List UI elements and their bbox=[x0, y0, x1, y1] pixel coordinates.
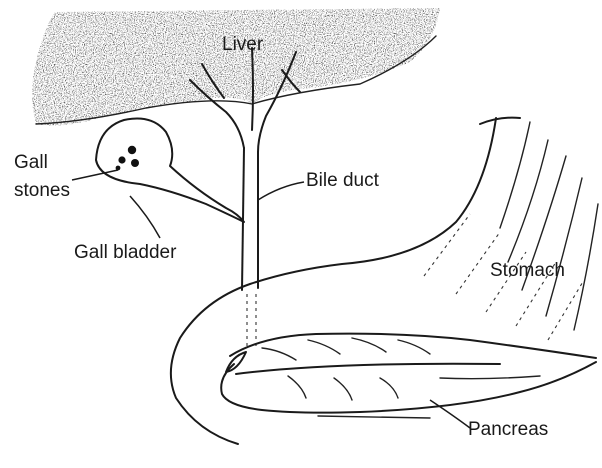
pancreas-lobule-1 bbox=[262, 348, 296, 360]
pancreas-lobule-8 bbox=[318, 416, 430, 418]
bile-duct-label: Bile duct bbox=[306, 170, 380, 191]
pancreas-label: Pancreas bbox=[468, 419, 548, 440]
liver-label: Liver bbox=[222, 34, 264, 55]
pancreatic-duct bbox=[236, 364, 500, 374]
stomach-fold-4 bbox=[546, 178, 582, 316]
liver-shading bbox=[32, 8, 440, 126]
stomach-greater-curve bbox=[171, 118, 496, 444]
stomach-upper-edge bbox=[480, 118, 520, 124]
pancreas-lobule-2 bbox=[308, 340, 340, 354]
gall-stone-1 bbox=[128, 146, 136, 154]
stomach-fold-1 bbox=[500, 122, 530, 228]
gall-bladder-leader bbox=[130, 196, 160, 238]
pancreas-lobule-9 bbox=[440, 376, 540, 379]
gall-bladder-label: Gall bladder bbox=[74, 242, 177, 263]
liver bbox=[32, 8, 440, 126]
gall-stone-3 bbox=[131, 159, 139, 167]
gall-stones-label-line1: Gall bbox=[14, 152, 48, 173]
pancreas bbox=[221, 334, 596, 418]
gall-stones-leader bbox=[72, 170, 118, 180]
stomach-fold-2 bbox=[508, 140, 548, 262]
pancreas-lobule-4 bbox=[398, 340, 430, 354]
bile-duct-leader bbox=[258, 182, 304, 200]
pancreas-lobule-7 bbox=[380, 378, 398, 398]
pancreas-lobule-6 bbox=[334, 378, 352, 400]
stomach-label: Stomach bbox=[490, 260, 565, 281]
stomach-texture-1 bbox=[424, 214, 470, 276]
pancreas-lobule-3 bbox=[352, 338, 386, 352]
gall-stones-label-line2: stones bbox=[14, 180, 70, 201]
leader-lines bbox=[72, 170, 470, 428]
bile-duct-center-branch bbox=[252, 48, 253, 130]
gall-stone-2 bbox=[118, 156, 125, 163]
gall-bladder bbox=[96, 119, 244, 223]
pancreas-lobule-5 bbox=[288, 376, 306, 398]
stomach-fold-5 bbox=[574, 204, 598, 330]
